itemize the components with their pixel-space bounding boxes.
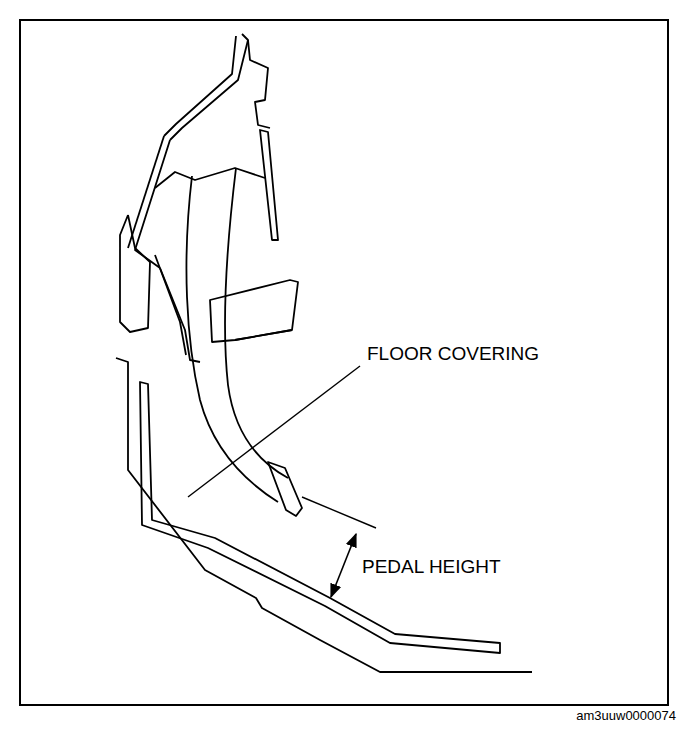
bracket	[120, 215, 150, 332]
dimension-line	[331, 534, 356, 597]
frame	[20, 20, 668, 705]
pedal-arm	[225, 168, 288, 478]
bracket	[248, 40, 270, 128]
figure-id: am3uuw0000074	[576, 709, 676, 722]
pedal-bracket	[128, 136, 164, 248]
pedal-bracket	[135, 140, 170, 268]
extension-line	[302, 497, 376, 528]
floor-covering	[140, 382, 500, 653]
pedal-arm	[186, 176, 278, 502]
floor-pan	[116, 358, 532, 672]
leader-line	[188, 366, 360, 497]
stop-switch	[235, 330, 292, 340]
stop-switch	[210, 280, 298, 342]
dash-panel	[164, 36, 236, 136]
pedal-pad	[268, 462, 302, 516]
dash-panel	[170, 34, 248, 140]
pedal-pivot	[155, 168, 265, 188]
part-label: FLOOR COVERING	[367, 344, 539, 363]
pedal-bracket	[155, 255, 186, 355]
bar	[260, 130, 278, 240]
dimension-label: PEDAL HEIGHT	[362, 557, 501, 576]
